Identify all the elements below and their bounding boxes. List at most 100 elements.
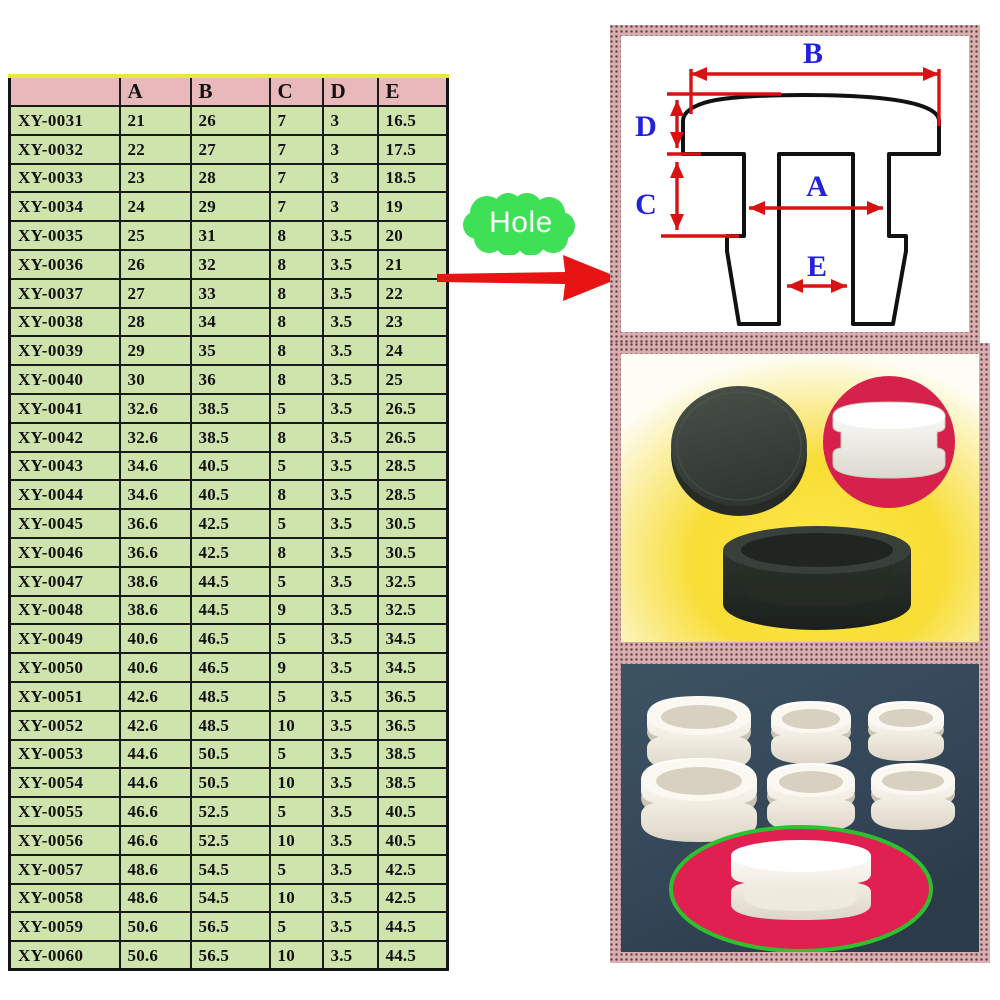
cell-dimension-e: 32.5 bbox=[376, 594, 449, 626]
technical-diagram-panel: B D C A E bbox=[621, 36, 969, 332]
cell-dimension-e: 18.5 bbox=[376, 162, 449, 194]
dimension-label-a: A bbox=[806, 170, 828, 203]
cell-model-number: XY-0034 bbox=[8, 191, 121, 223]
cell-dimension-e: 44.5 bbox=[376, 911, 449, 943]
cell-dimension-a: 46.6 bbox=[118, 796, 192, 827]
product-photo-panel bbox=[621, 354, 979, 642]
cell-dimension-c: 5 bbox=[268, 392, 324, 424]
white-plugs-group-photo bbox=[621, 664, 979, 952]
cell-dimension-b: 35 bbox=[189, 335, 271, 367]
cell-dimension-d: 3.5 bbox=[321, 853, 379, 885]
cell-dimension-b: 56.5 bbox=[189, 911, 271, 943]
cell-dimension-c: 8 bbox=[268, 479, 324, 511]
cell-model-number: XY-0042 bbox=[8, 421, 121, 453]
cell-dimension-d: 3.5 bbox=[321, 652, 379, 683]
cell-dimension-b: 38.5 bbox=[189, 392, 271, 424]
cell-dimension-a: 50.6 bbox=[118, 911, 192, 943]
cell-dimension-a: 30 bbox=[118, 364, 192, 395]
cell-dimension-d: 3.5 bbox=[321, 508, 379, 539]
cell-dimension-e: 36.5 bbox=[376, 709, 449, 741]
cell-dimension-c: 10 bbox=[268, 824, 324, 856]
cell-dimension-c: 8 bbox=[268, 536, 324, 568]
cell-dimension-d: 3.5 bbox=[321, 623, 379, 655]
white-plug-item bbox=[641, 758, 757, 842]
cell-dimension-b: 46.5 bbox=[189, 652, 271, 683]
cell-dimension-e: 23 bbox=[376, 306, 449, 338]
cell-dimension-e: 40.5 bbox=[376, 796, 449, 827]
cell-dimension-b: 32 bbox=[189, 248, 271, 280]
cell-dimension-d: 3.5 bbox=[321, 824, 379, 856]
cell-dimension-a: 27 bbox=[118, 277, 192, 309]
cell-dimension-c: 9 bbox=[268, 594, 324, 626]
dimension-label-e: E bbox=[807, 250, 827, 283]
cell-dimension-e: 24 bbox=[376, 335, 449, 367]
cell-dimension-a: 38.6 bbox=[118, 565, 192, 597]
cell-dimension-d: 3.5 bbox=[321, 248, 379, 280]
cell-dimension-b: 40.5 bbox=[189, 479, 271, 511]
cell-dimension-a: 23 bbox=[118, 162, 192, 194]
cell-dimension-c: 5 bbox=[268, 450, 324, 482]
cell-dimension-c: 7 bbox=[268, 162, 324, 194]
cell-model-number: XY-0057 bbox=[8, 853, 121, 885]
cell-dimension-b: 42.5 bbox=[189, 508, 271, 539]
cell-dimension-d: 3.5 bbox=[321, 450, 379, 482]
cell-dimension-a: 38.6 bbox=[118, 594, 192, 626]
cell-dimension-b: 48.5 bbox=[189, 680, 271, 712]
cell-model-number: XY-0036 bbox=[8, 248, 121, 280]
cell-dimension-e: 36.5 bbox=[376, 680, 449, 712]
cell-dimension-b: 52.5 bbox=[189, 824, 271, 856]
cell-dimension-b: 28 bbox=[189, 162, 271, 194]
cell-dimension-c: 5 bbox=[268, 508, 324, 539]
cell-dimension-c: 5 bbox=[268, 738, 324, 770]
cell-dimension-e: 30.5 bbox=[376, 536, 449, 568]
cell-dimension-e: 17.5 bbox=[376, 133, 449, 165]
dimension-label-c: C bbox=[635, 188, 657, 221]
white-plug-on-red-circle bbox=[823, 376, 955, 508]
cell-dimension-c: 10 bbox=[268, 767, 324, 799]
cell-dimension-e: 30.5 bbox=[376, 508, 449, 539]
highlighted-plug-callout bbox=[669, 825, 933, 952]
cell-dimension-d: 3.5 bbox=[321, 940, 379, 971]
column-header-a: A bbox=[118, 75, 192, 107]
cell-dimension-b: 29 bbox=[189, 191, 271, 223]
cell-model-number: XY-0040 bbox=[8, 364, 121, 395]
column-header-model bbox=[8, 75, 121, 107]
cell-model-number: XY-0033 bbox=[8, 162, 121, 194]
white-plug-item bbox=[647, 696, 751, 772]
dimension-label-d: D bbox=[635, 110, 657, 143]
cell-dimension-a: 24 bbox=[118, 191, 192, 223]
cell-model-number: XY-0032 bbox=[8, 133, 121, 165]
cell-dimension-e: 44.5 bbox=[376, 940, 449, 971]
cell-model-number: XY-0060 bbox=[8, 940, 121, 971]
cell-dimension-a: 26 bbox=[118, 248, 192, 280]
cell-dimension-d: 3.5 bbox=[321, 767, 379, 799]
cell-dimension-a: 40.6 bbox=[118, 623, 192, 655]
cell-dimension-e: 25 bbox=[376, 364, 449, 395]
hole-callout-badge: Hole bbox=[463, 193, 579, 255]
cell-dimension-c: 5 bbox=[268, 623, 324, 655]
cell-dimension-b: 46.5 bbox=[189, 623, 271, 655]
cell-dimension-e: 19 bbox=[376, 191, 449, 223]
cell-dimension-b: 44.5 bbox=[189, 565, 271, 597]
cell-dimension-c: 9 bbox=[268, 652, 324, 683]
cell-dimension-d: 3.5 bbox=[321, 709, 379, 741]
cell-dimension-c: 8 bbox=[268, 277, 324, 309]
cell-dimension-b: 38.5 bbox=[189, 421, 271, 453]
cell-dimension-a: 22 bbox=[118, 133, 192, 165]
cell-model-number: XY-0031 bbox=[8, 105, 121, 136]
black-plug-photo bbox=[621, 354, 979, 642]
cell-dimension-e: 38.5 bbox=[376, 767, 449, 799]
cell-dimension-d: 3.5 bbox=[321, 220, 379, 251]
cell-dimension-d: 3.5 bbox=[321, 911, 379, 943]
cell-dimension-a: 44.6 bbox=[118, 738, 192, 770]
